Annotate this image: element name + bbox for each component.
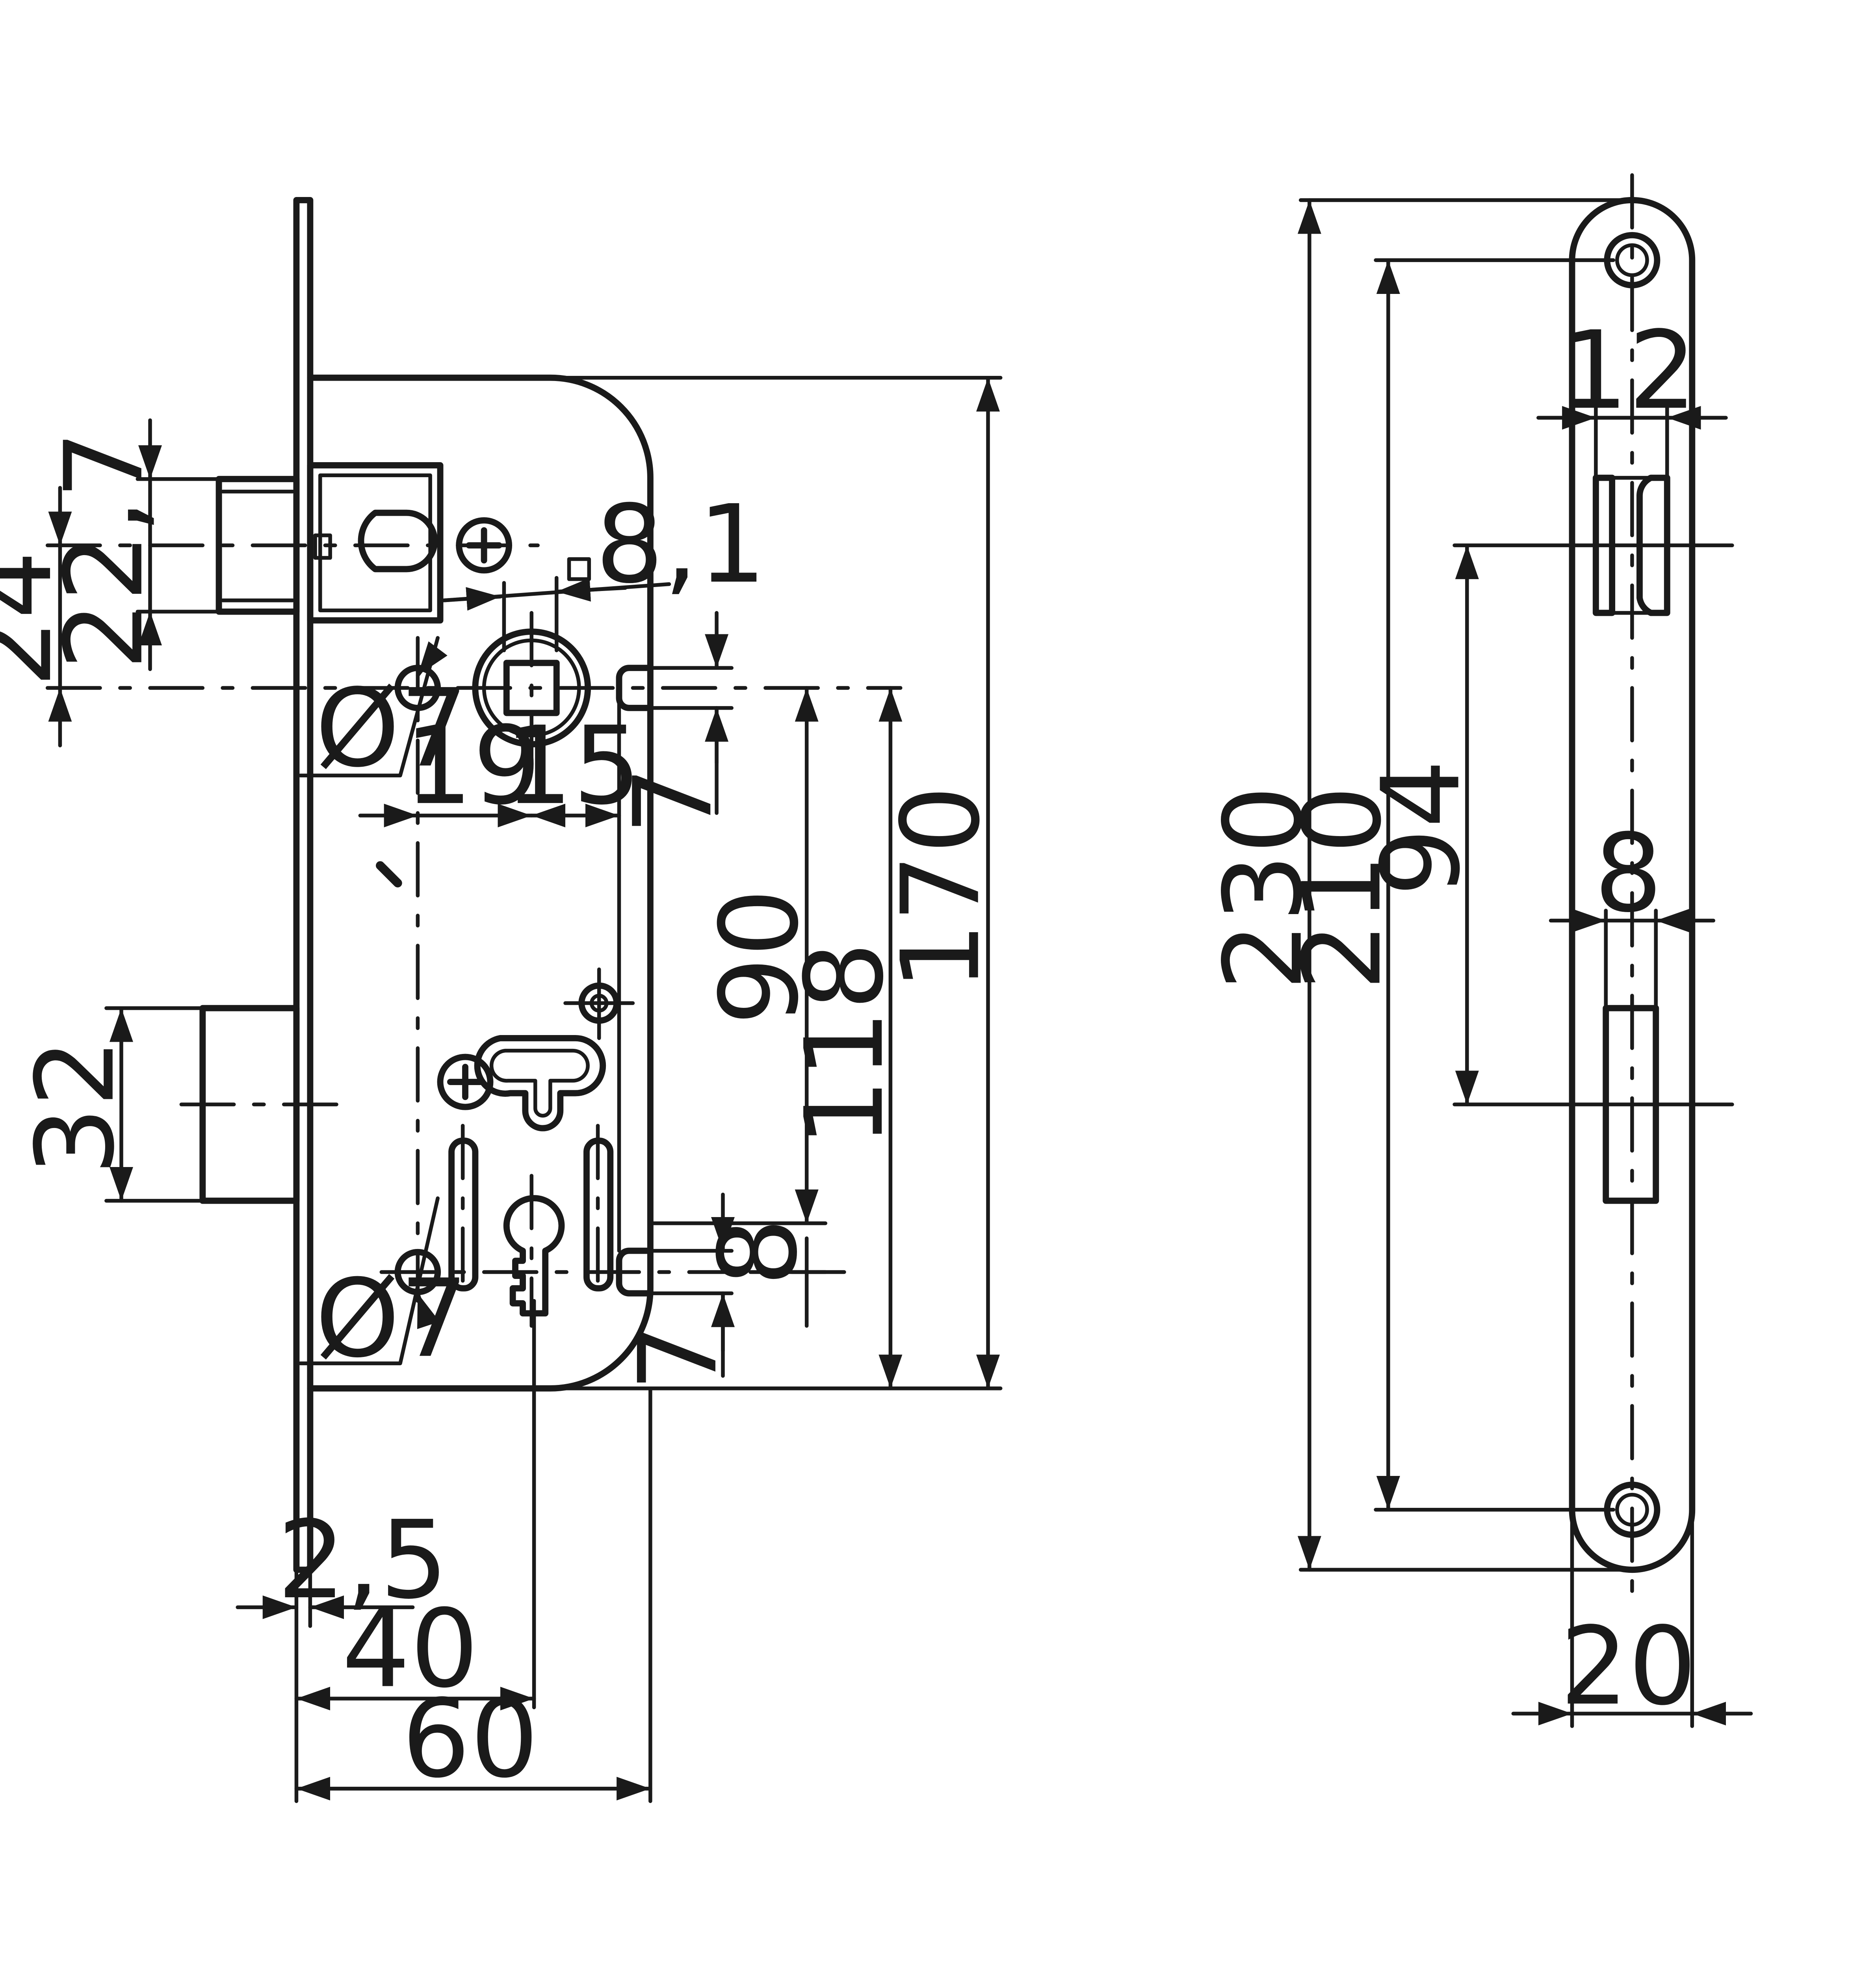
dim-latch-offset: 24: [0, 551, 76, 688]
dim-15: 15: [504, 704, 641, 829]
dim-90: 90: [697, 888, 822, 1025]
keyhole: [503, 1195, 565, 1317]
latch-bolt: [215, 462, 444, 624]
lock-body: [307, 374, 654, 1392]
dim-hole-dia-bottom: Ø7: [315, 1256, 468, 1381]
detent-tab: [376, 861, 402, 888]
dim-stop-7-bottom: 7: [616, 1323, 741, 1392]
dim-stop-7-top: 7: [611, 766, 736, 835]
dimensions-side: 170 118 90 8 7 7: [0, 375, 1004, 1803]
dim-bolt-slot-width: 8: [1594, 811, 1663, 936]
stop-pin-top: [616, 665, 654, 711]
dim-latch-to-bolt: 94: [1359, 760, 1484, 896]
side-view: 170 118 90 8 7 7: [0, 197, 1004, 1803]
dim-faceplate-length: 230: [1202, 785, 1326, 991]
dim-keyhole-40: 40: [342, 1587, 479, 1712]
dim-spindle-square: 8,1: [595, 482, 766, 607]
rivet-icon: [563, 967, 635, 1040]
dim-faceplate-thickness: 2,5: [277, 1498, 448, 1623]
faceplate-side: [293, 197, 314, 1573]
screw-icon: [437, 1054, 494, 1110]
dim-screw-spacing: 210: [1280, 785, 1405, 991]
dim-latch-height: 22,7: [42, 431, 167, 670]
dim-hole-dia-top: Ø7: [315, 666, 468, 791]
dim-bolt-height: 32: [13, 1039, 138, 1175]
dimensions-front: 230 210 94 12 8 20: [1202, 198, 1753, 1729]
dim-19: 19: [404, 704, 541, 829]
dim-backset-60: 60: [402, 1677, 539, 1802]
dim-faceplate-width: 20: [1560, 1604, 1697, 1729]
front-view: 230 210 94 12 8 20: [1202, 173, 1753, 1729]
dim-latch-slot-width: 12: [1560, 309, 1697, 433]
t-slot: [474, 1035, 606, 1132]
